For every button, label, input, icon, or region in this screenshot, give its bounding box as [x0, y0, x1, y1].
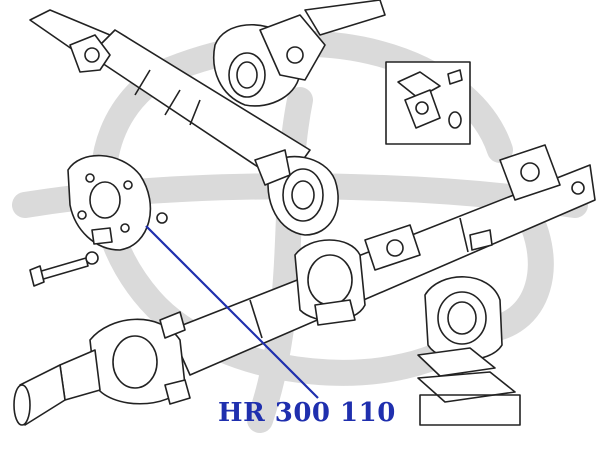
- upper-shaft-flange: [254, 149, 339, 236]
- bolt-and-washer: [29, 251, 99, 287]
- lower-right-joints: [364, 144, 585, 271]
- part-number-label: HR 300 110: [218, 398, 396, 428]
- universal-joint-inset: [385, 61, 471, 145]
- center-bearing-mounted: [294, 239, 366, 326]
- upper-propshaft: [29, 9, 311, 186]
- center-bearing-detached: [417, 276, 521, 426]
- upper-flange-joint: [213, 0, 386, 107]
- callout-leader-line: [145, 225, 319, 399]
- front-joint-and-stub: [13, 311, 191, 426]
- flexible-coupling-disc: [67, 154, 168, 251]
- lower-propshaft: [169, 164, 596, 376]
